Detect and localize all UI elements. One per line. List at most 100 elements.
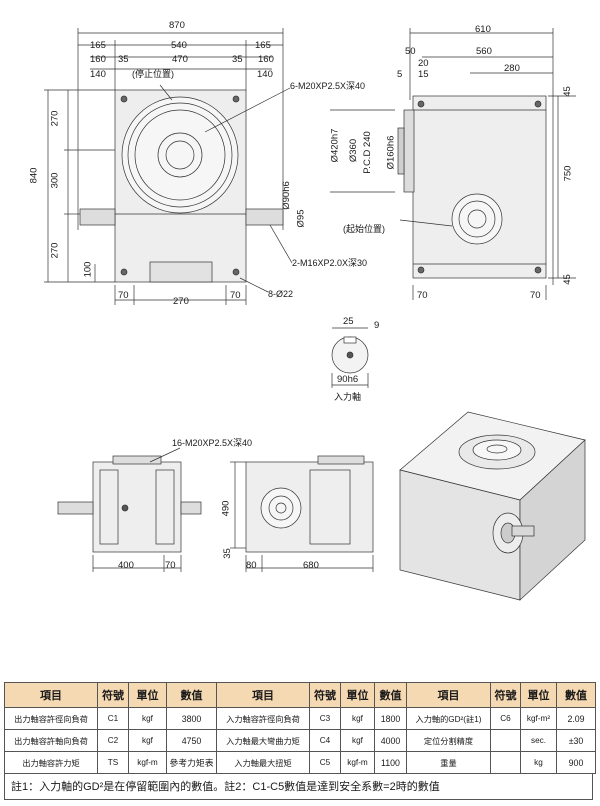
dim-inner-left: 160: [90, 54, 106, 65]
table-cell: C6: [490, 707, 521, 730]
dim-height-top: 270: [49, 110, 61, 127]
table-cell: sec.: [520, 729, 557, 752]
dim-foot-right: 70: [230, 290, 241, 301]
table-cell: 出力軸容許軸向負荷: [4, 729, 98, 752]
header-unit: 單位: [340, 682, 375, 708]
start-position-label: (起始位置): [343, 224, 385, 234]
header-symbol: 符號: [309, 682, 341, 708]
table-cell: 4000: [374, 729, 407, 752]
technical-drawing: 870 165 540 165 160 35 470 35 160 140 14…: [28, 20, 586, 601]
dim-side-small-b: 15: [418, 69, 429, 80]
dim-bolt-span: 470: [172, 54, 188, 65]
dim-foot-span: 270: [173, 296, 189, 307]
table-cell: kgf-m: [128, 751, 167, 774]
table-cell: kgf-m: [340, 751, 375, 774]
table-cell: C1: [97, 707, 129, 730]
table-row: 出力軸容許力矩 TS kgf-m 參考力矩表 入力軸最大扭矩 C5 kgf-m …: [4, 751, 596, 774]
table-cell: 參考力矩表: [166, 751, 217, 774]
dim-side-overall-depth: 610: [475, 24, 491, 35]
table-cell: kgf-m²: [520, 707, 557, 730]
table-cell: [490, 751, 521, 774]
dim-side-small-c: 5: [397, 69, 403, 80]
header-symbol: 符號: [97, 682, 129, 708]
dim-shaft-diameter: Ø90h6: [280, 181, 292, 210]
table-cell: 1100: [374, 751, 407, 774]
dim-inner-right-small: 35: [232, 54, 243, 65]
side-tap-note: 2-M16XP2.0X深30: [292, 258, 368, 268]
table-cell: 1800: [374, 707, 407, 730]
dim-height-490: 490: [220, 500, 232, 517]
header-unit: 單位: [520, 682, 557, 708]
header-value: 數值: [374, 682, 407, 708]
table-footnote: 註1：入力軸的GD²是在停留範圍內的數值。註2：C1-C5數值是達到安全系數=2…: [4, 774, 593, 800]
dim-inner-right: 160: [258, 54, 274, 65]
dim-shaft-right: 140: [257, 69, 273, 80]
table-cell: 入力軸最大彎曲力矩: [216, 729, 310, 752]
dim-shaft-diameter-detail: 90h6: [337, 374, 359, 385]
dim-key-depth: 9: [374, 320, 380, 331]
dim-height-bottom: 270: [49, 242, 61, 259]
dim-foot-height: 100: [82, 261, 94, 278]
dim-side-flange-offset: 50: [405, 46, 416, 57]
dim-shaft-left: 140: [90, 69, 106, 80]
dim-side-top-margin: 45: [561, 86, 573, 97]
dim-bore-diameter: Ø160h6: [385, 135, 397, 170]
table-cell: 定位分割精度: [406, 729, 491, 752]
dim-key-width: 25: [343, 316, 354, 327]
table-cell: 入力軸容許徑向負荷: [216, 707, 310, 730]
table-cell: 出力軸容許力矩: [4, 751, 98, 774]
header-unit: 單位: [128, 682, 167, 708]
input-shaft-caption: 入力軸: [334, 392, 362, 402]
dim-height-mid: 300: [49, 172, 61, 189]
dim-base-margin: 70: [165, 560, 176, 571]
dim-side-overall-height: 750: [562, 165, 574, 182]
table-cell: 入力軸的GD²(註1): [406, 707, 491, 730]
dim-side-bottom-margin: 45: [561, 274, 573, 285]
dim-side-center-offset: 280: [504, 63, 520, 74]
dim-left-margin: 80: [246, 560, 257, 571]
spec-table-header-row: 項目 符號 單位 數值 項目 符號 單位 數值 項目 符號 單位 數值: [4, 682, 596, 708]
bottom-tap-note: 16-M20XP2.5X深40: [172, 438, 253, 448]
header-item: 項目: [406, 682, 491, 708]
dim-shaft-key: Ø95: [295, 209, 307, 228]
dim-right-offset: 165: [255, 40, 271, 51]
header-item: 項目: [4, 682, 98, 708]
hole-note: 8-Ø22: [268, 289, 294, 299]
dim-side-main-depth: 560: [476, 46, 492, 57]
dim-overall-width: 870: [169, 20, 185, 31]
table-cell: TS: [97, 751, 129, 774]
dim-length-680: 680: [303, 560, 319, 571]
dim-foot-left: 70: [118, 290, 129, 301]
spec-table: 項目 符號 單位 數值 項目 符號 單位 數值 項目 符號 單位 數值 出力軸容…: [4, 682, 596, 774]
table-cell: C5: [309, 751, 341, 774]
table-cell: C2: [97, 729, 129, 752]
table-cell: kgf: [340, 729, 375, 752]
table-row: 出力軸容許軸向負荷 C2 kgf 4750 入力軸最大彎曲力矩 C4 kgf 4…: [4, 729, 596, 752]
table-cell: 2.09: [556, 707, 596, 730]
table-cell: 出力軸容許徑向負荷: [4, 707, 98, 730]
table-cell: kgf: [340, 707, 375, 730]
dim-inner-left-small: 35: [118, 54, 129, 65]
dim-bolt-circle: Ø360: [348, 138, 360, 163]
table-cell: ±30: [556, 729, 596, 752]
dim-base-width: 400: [118, 560, 134, 571]
dim-side-foot-right: 70: [530, 290, 541, 301]
drawing-linework: [44, 28, 586, 601]
table-cell: kgf: [128, 707, 167, 730]
dim-overall-height: 840: [28, 167, 40, 184]
dim-height-35: 35: [221, 548, 233, 559]
dim-center-span: 540: [171, 40, 187, 51]
header-symbol: 符號: [490, 682, 521, 708]
table-cell: 900: [556, 751, 596, 774]
table-cell: C3: [309, 707, 341, 730]
dim-side-small-a: 20: [418, 58, 429, 69]
header-value: 數值: [556, 682, 596, 708]
table-cell: 3800: [166, 707, 217, 730]
top-tap-note: 6-M20XP2.5X深40: [290, 81, 366, 91]
table-cell: C4: [309, 729, 341, 752]
header-item: 項目: [216, 682, 310, 708]
table-cell: 4750: [166, 729, 217, 752]
dim-side-foot-left: 70: [417, 290, 428, 301]
dim-pilot-diameter: Ø420h7: [329, 128, 341, 163]
header-value: 數值: [166, 682, 217, 708]
